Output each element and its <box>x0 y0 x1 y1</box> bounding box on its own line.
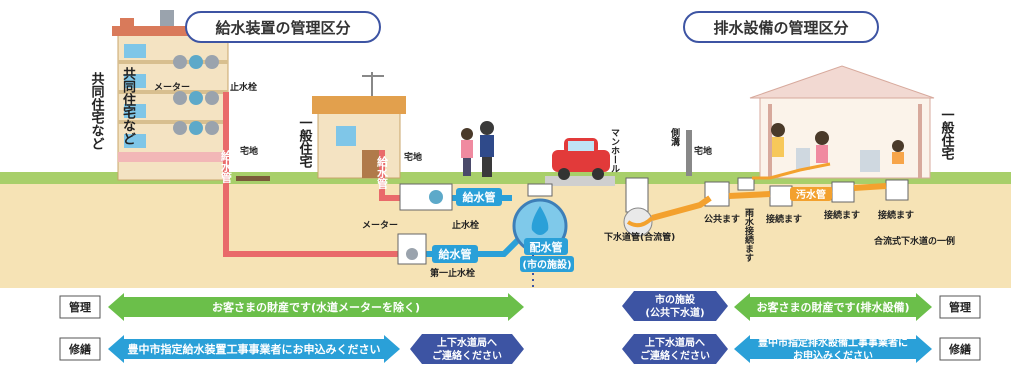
supply-pipe-2-tag <box>432 245 478 263</box>
repair-public-arrow <box>622 334 728 364</box>
repair-city-arrow <box>410 334 524 364</box>
sewage-pipe-line <box>651 183 887 221</box>
supply-pipe-2-label: 給水管 <box>439 247 472 261</box>
house-right-vertical: 一般住宅 <box>939 108 955 161</box>
repair-tag-left-text: 修繕 <box>68 342 91 356</box>
manage-tag-left <box>59 295 101 319</box>
connect-basin-2 <box>831 181 855 203</box>
drain-heading-pill <box>683 11 879 43</box>
manage-tag-right-text: 管理 <box>949 300 971 314</box>
supply-pipe-1-tag <box>456 188 502 206</box>
manage-public-line2: (公共下水道) <box>645 306 704 319</box>
repair-public-line2: ご連絡ください <box>640 349 710 362</box>
connect-3-label: 接続ます <box>878 209 914 221</box>
repair-supply-arrow <box>108 335 400 363</box>
supply-heading: 給水装置の管理区分 <box>215 19 350 37</box>
supply-pipe-1-label: 給水管 <box>463 190 496 204</box>
house-meter-icon <box>429 190 443 204</box>
sewage-pipe-tag <box>790 187 832 201</box>
people-illustration <box>461 121 494 177</box>
yard-house-label: 宅地 <box>404 151 422 163</box>
public-basin-label: 公共ます <box>704 213 740 225</box>
apartment-yard-edge <box>236 176 270 181</box>
manage-supply-text: お客さまの財産です(水道メーターを除く) <box>212 300 420 314</box>
meter-house-label: メーター <box>362 219 398 231</box>
manage-tag-left-text: 管理 <box>69 300 91 314</box>
apartment-vertical: 共同住宅など <box>89 71 105 150</box>
repair-tag-right <box>939 337 981 361</box>
stop-valve-top-label: 止水栓 <box>230 81 257 93</box>
drain-branch <box>752 162 831 180</box>
main-pipe-label: 配水管 <box>530 240 563 254</box>
house-meter-box <box>399 183 453 211</box>
sewer-flow <box>626 216 654 228</box>
road <box>545 176 615 186</box>
pipe-vertical-house-label: 給水管 <box>376 155 389 190</box>
drain-heading: 排水設備の管理区分 <box>713 19 848 37</box>
manage-supply-arrow <box>108 293 524 321</box>
car-illustration <box>552 138 610 180</box>
manage-public-arrow <box>622 291 728 321</box>
main-valve-box <box>527 183 553 197</box>
repair-drain-arrow <box>734 335 932 363</box>
water-drop-icon <box>531 206 549 235</box>
gutter-label: 側溝 <box>669 127 681 147</box>
first-stop-valve-label: 第一止水栓 <box>430 267 475 279</box>
connect-basin-1 <box>769 185 793 207</box>
wall-post <box>686 130 692 176</box>
repair-tag-left <box>59 337 101 361</box>
repair-public-line1: 上下水道局へ <box>645 336 705 349</box>
manhole-label: マンホール <box>609 128 620 173</box>
house-left-vertical: 一般住宅 <box>297 116 313 169</box>
house-left <box>312 72 406 179</box>
meter-top-label: メーター <box>154 81 190 93</box>
rain-basin-label: 雨水接続ます <box>743 208 754 262</box>
yard-right-label: 宅地 <box>694 145 712 157</box>
sewer-pipe-label: 下水道管(合流管) <box>604 231 675 243</box>
manage-public-line1: 市の施設 <box>655 293 696 306</box>
connect-1-label: 接続ます <box>766 213 802 225</box>
main-pipe-sub-tag <box>520 256 574 272</box>
sewer-pipe-section <box>623 207 653 237</box>
combined-example-label: 合流式下水道の一例 <box>874 235 955 247</box>
yard-apartment-label: 宅地 <box>240 145 258 157</box>
repair-drain-line1: 豊中市指定排水設備工事事業者に <box>758 336 908 349</box>
supply-heading-pill <box>185 11 381 43</box>
repair-tag-right-text: 修繕 <box>948 342 971 356</box>
stop-valve-house-label: 止水栓 <box>452 219 479 231</box>
pipe-vertical-apartment-label: 給水管 <box>220 149 233 184</box>
rain-basin-box <box>737 177 755 191</box>
house-supply-pipe <box>379 150 404 201</box>
main-pipe-sub-label: (市の施設) <box>522 258 571 271</box>
repair-drain-line2: お申込みください <box>793 349 873 362</box>
main-pipe-tag <box>524 238 568 255</box>
manhole-shaft <box>625 177 649 213</box>
manage-drain-text: お客さまの財産です(排水設備) <box>756 300 909 314</box>
apartment-building <box>112 10 234 181</box>
sewage-pipe-label: 汚水管 <box>796 188 826 201</box>
repair-supply-text: 豊中市指定給水装置工事事業者にお申込みください <box>128 342 381 356</box>
house-right <box>749 65 935 179</box>
apartment-supply-pipe <box>223 92 402 257</box>
first-stop-valve-icon <box>406 248 418 260</box>
manage-tag-right <box>939 295 981 319</box>
repair-city-line1: 上下水道局へ <box>437 336 497 349</box>
manage-drain-arrow <box>734 293 932 321</box>
repair-city-line2: ご連絡ください <box>432 349 502 362</box>
connect-basin-3 <box>885 179 909 201</box>
connect-2-label: 接続ます <box>824 209 860 221</box>
